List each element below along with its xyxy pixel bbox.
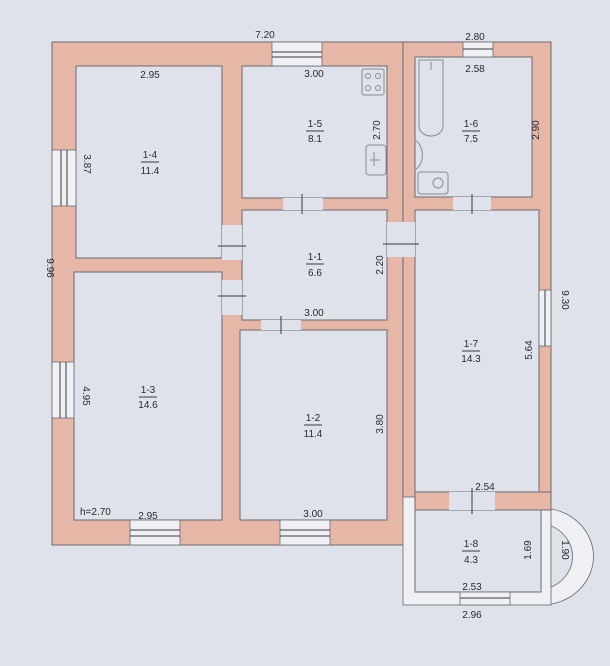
room-id: 1-8	[464, 539, 479, 550]
bathtub-icon	[418, 59, 444, 137]
dimension-label: 2.54	[475, 482, 495, 493]
fixtures	[361, 59, 449, 195]
window	[51, 149, 77, 207]
room-area: 11.4	[141, 166, 160, 177]
dimension-label: 3.80	[375, 414, 386, 434]
room-id: 1-5	[308, 119, 323, 130]
plan-element	[222, 225, 242, 260]
dimension-label: 5.64	[524, 340, 535, 360]
plan-element	[222, 280, 242, 315]
plan-element	[365, 73, 371, 79]
plan-element	[365, 85, 371, 91]
plan-element	[387, 222, 415, 257]
dimension-label: 3.00	[303, 509, 323, 520]
window	[271, 41, 323, 67]
window	[129, 519, 181, 546]
window	[279, 519, 331, 546]
room-id: 1-3	[141, 385, 156, 396]
dimension-label: 3.87	[81, 154, 92, 174]
dimension-label: 2.53	[462, 582, 482, 593]
room-id: 1-6	[464, 119, 479, 130]
room-area: 4.3	[464, 555, 478, 566]
plan-element	[361, 68, 385, 96]
plan-element	[375, 85, 381, 91]
dimensions: 7.20 2.80 2.96 9.96 9.30 h=2.70 2.95 3.8…	[44, 30, 570, 621]
dimension-label: 2.58	[465, 64, 485, 75]
washbasin-icon	[414, 139, 423, 171]
dimension-label: 2.95	[138, 511, 158, 522]
overall-left-height: 9.96	[44, 258, 55, 278]
room-area: 11.4	[304, 429, 323, 440]
window	[51, 361, 75, 419]
room-area: 8.1	[308, 134, 322, 145]
room-area: 14.6	[138, 400, 158, 411]
dimension-label: 2.70	[372, 120, 383, 140]
dimension-label: 1.69	[523, 540, 534, 560]
windows	[51, 41, 552, 606]
room-1-1	[241, 209, 388, 321]
dimension-label: 2.95	[140, 70, 160, 81]
stove-icon	[361, 68, 385, 96]
room-1-3	[73, 271, 223, 521]
room-id: 1-4	[143, 150, 158, 161]
plan-element	[414, 139, 423, 171]
dimension-label: 1.90	[559, 540, 570, 560]
room-1-6	[414, 56, 533, 198]
room-id: 1-2	[306, 413, 321, 424]
plan-element	[283, 198, 323, 210]
dimension-label: 3.00	[304, 69, 324, 80]
room-id: 1-7	[464, 339, 479, 350]
porch-outer-width: 2.96	[462, 610, 482, 621]
rooms	[73, 56, 552, 593]
room-id: 1-1	[308, 252, 323, 263]
room-area: 14.3	[461, 354, 481, 365]
plan-element	[375, 73, 381, 79]
plan-element	[365, 144, 387, 176]
overall-top-width: 7.20	[255, 30, 275, 41]
toilet-icon	[417, 171, 449, 195]
room-labels: 1-4 11.4 1-5 8.1 1-6 7.5 1-1 6.6 1-3 14.6 1-2…	[138, 119, 481, 566]
dimension-label: 2.20	[375, 255, 386, 275]
plan-element	[418, 59, 444, 137]
overall-right-height: 9.30	[559, 290, 570, 310]
bath-outer-width: 2.80	[465, 32, 485, 43]
dimension-label: 4.95	[80, 386, 91, 406]
dimension-label: 3.00	[304, 308, 324, 319]
doors	[218, 194, 495, 514]
room-area: 7.5	[464, 134, 478, 145]
room-area: 6.6	[308, 268, 322, 279]
plan-element	[417, 171, 449, 195]
room-1-5	[241, 65, 388, 199]
plan-element	[432, 177, 444, 189]
dimension-label: 2.90	[531, 120, 542, 140]
ceiling-height: h=2.70	[80, 507, 111, 518]
sink-icon	[365, 144, 387, 176]
